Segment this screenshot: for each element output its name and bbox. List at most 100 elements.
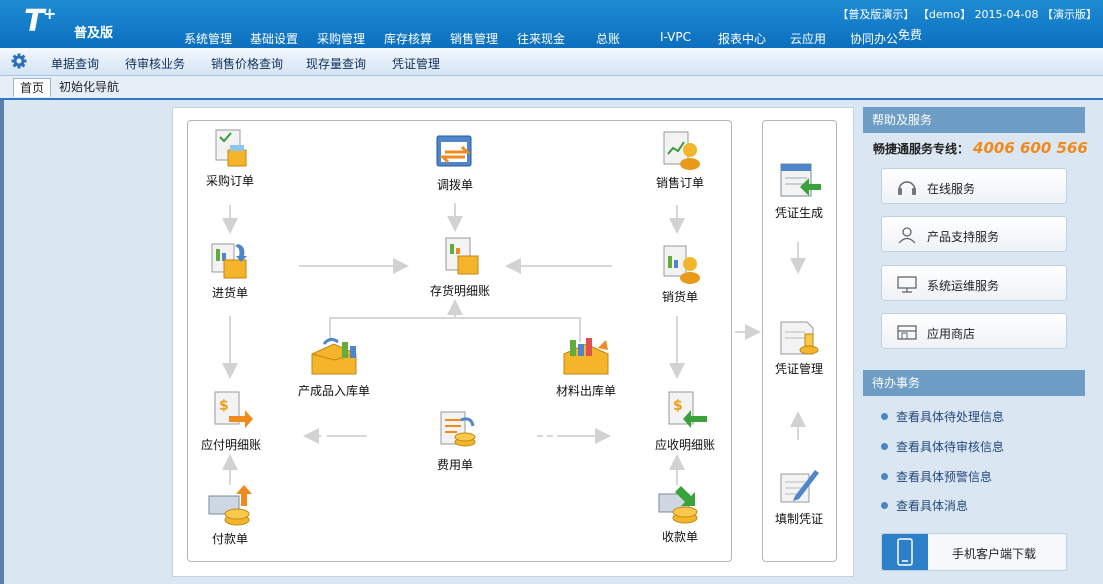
menu-collab[interactable]: 协同办公免费 bbox=[850, 28, 923, 47]
sales-delivery-label: 销货单 bbox=[661, 290, 698, 304]
todo-review[interactable]: 查看具体待审核信息 bbox=[881, 438, 1004, 455]
todo-section-title: 待办事务 bbox=[863, 370, 1085, 396]
node-material-out[interactable]: 材料出库单 bbox=[548, 336, 624, 399]
todo-warning[interactable]: 查看具体预警信息 bbox=[881, 468, 992, 485]
payment-label: 付款单 bbox=[211, 532, 248, 546]
tab-home[interactable]: 首页 bbox=[13, 78, 52, 97]
tab-init-guide[interactable]: 初始化导航 bbox=[59, 80, 120, 94]
product-support-button[interactable]: 产品支持服务 bbox=[881, 216, 1067, 252]
app-store-button[interactable]: 应用商店 bbox=[881, 313, 1067, 349]
node-voucher-generate[interactable]: 凭证生成 bbox=[764, 158, 834, 221]
receipt-label: 收款单 bbox=[661, 530, 698, 544]
bullet-icon bbox=[881, 473, 888, 480]
top-header: T + 普及版 【普及版演示】 【demo】 2015-04-08 【演示版】 … bbox=[0, 0, 1103, 48]
todo-messages-label: 查看具体消息 bbox=[896, 499, 969, 513]
todo-pending[interactable]: 查看具体待处理信息 bbox=[881, 408, 1004, 425]
material-out-icon bbox=[563, 338, 609, 375]
online-service-button[interactable]: 在线服务 bbox=[881, 168, 1067, 204]
bullet-icon bbox=[881, 502, 888, 509]
hotline-number: 4006 600 566 bbox=[973, 139, 1088, 157]
voucher-manage-icon bbox=[780, 321, 819, 355]
hotline-label: 畅捷通服务专线： bbox=[873, 142, 970, 156]
node-sales-order[interactable]: 销售订单 bbox=[645, 130, 715, 191]
sales-order-label: 销售订单 bbox=[655, 176, 704, 190]
voucher-generate-icon bbox=[780, 163, 821, 197]
headset-icon bbox=[898, 181, 916, 195]
menu-cloud[interactable]: 云应用 bbox=[790, 32, 827, 46]
subnav-voucher[interactable]: 凭证管理 bbox=[392, 57, 441, 71]
payable-detail-icon: $ bbox=[214, 391, 253, 428]
sales-order-icon bbox=[663, 131, 700, 170]
menu-ledger[interactable]: 总账 bbox=[596, 32, 621, 46]
tab-bar: 首页 初始化导航 bbox=[0, 76, 1103, 100]
node-transfer[interactable]: 调拨单 bbox=[420, 132, 490, 193]
product-support-label: 产品支持服务 bbox=[927, 230, 1000, 244]
menu-cash[interactable]: 往来现金 bbox=[517, 32, 566, 46]
node-payable-detail[interactable]: $ 应付明细账 bbox=[196, 390, 266, 453]
subnav-sales-price[interactable]: 销售价格查询 bbox=[211, 57, 284, 71]
gear-icon[interactable] bbox=[11, 53, 27, 69]
finished-goods-icon bbox=[311, 337, 357, 375]
menu-system[interactable]: 系统管理 bbox=[184, 32, 233, 46]
purchase-receipt-icon bbox=[211, 243, 247, 279]
node-expense[interactable]: 费用单 bbox=[420, 410, 490, 473]
online-service-label: 在线服务 bbox=[927, 182, 976, 196]
node-inventory-detail[interactable]: 存货明细账 bbox=[420, 236, 500, 299]
svg-text:$: $ bbox=[673, 398, 683, 414]
left-edge bbox=[0, 100, 4, 584]
inventory-detail-label: 存货明细账 bbox=[429, 284, 490, 298]
todo-pending-label: 查看具体待处理信息 bbox=[896, 410, 1005, 424]
menu-purchase[interactable]: 采购管理 bbox=[317, 32, 366, 46]
purchase-order-icon bbox=[215, 129, 247, 167]
payment-icon bbox=[208, 485, 252, 526]
menu-reports[interactable]: 报表中心 bbox=[718, 32, 767, 46]
node-voucher-fill[interactable]: 填制凭证 bbox=[764, 464, 834, 527]
node-sales-delivery[interactable]: 销货单 bbox=[645, 242, 715, 305]
user-icon bbox=[898, 227, 916, 244]
menu-ivpc[interactable]: I-VPC bbox=[660, 30, 691, 44]
purchase-receipt-label: 进货单 bbox=[211, 286, 248, 300]
subnav-stock-query[interactable]: 现存量查询 bbox=[306, 57, 367, 71]
receivable-detail-icon: $ bbox=[668, 391, 707, 428]
system-ops-button[interactable]: 系统运维服务 bbox=[881, 265, 1067, 301]
menu-inventory[interactable]: 库存核算 bbox=[384, 32, 433, 46]
todo-review-label: 查看具体待审核信息 bbox=[896, 440, 1005, 454]
transfer-label: 调拨单 bbox=[436, 178, 473, 192]
expense-icon bbox=[440, 411, 476, 447]
subnav-document-query[interactable]: 单据查询 bbox=[51, 57, 100, 71]
session-info: 【普及版演示】 【demo】 2015-04-08 【演示版】 bbox=[837, 8, 1097, 21]
node-receipt[interactable]: 收款单 bbox=[645, 482, 715, 545]
logo-plus: + bbox=[43, 4, 57, 23]
node-purchase-receipt[interactable]: 进货单 bbox=[198, 240, 262, 301]
material-out-label: 材料出库单 bbox=[555, 384, 616, 398]
monitor-icon bbox=[897, 276, 917, 293]
voucher-fill-icon bbox=[780, 470, 819, 503]
node-purchase-order[interactable]: 采购订单 bbox=[198, 128, 262, 189]
todo-warning-label: 查看具体预警信息 bbox=[896, 470, 993, 484]
mobile-download-button[interactable]: 手机客户端下载 bbox=[881, 533, 1067, 571]
mobile-download-label: 手机客户端下载 bbox=[952, 547, 1037, 561]
transfer-icon bbox=[436, 135, 472, 167]
free-badge: 免费 bbox=[898, 28, 923, 42]
voucher-generate-label: 凭证生成 bbox=[774, 206, 823, 220]
app-store-label: 应用商店 bbox=[927, 327, 976, 341]
todo-messages[interactable]: 查看具体消息 bbox=[881, 497, 968, 514]
logo-letter: T bbox=[24, 4, 45, 39]
inventory-detail-icon bbox=[445, 237, 479, 275]
menu-basic-settings[interactable]: 基础设置 bbox=[250, 32, 299, 46]
menu-sales[interactable]: 销售管理 bbox=[450, 32, 499, 46]
node-payment[interactable]: 付款单 bbox=[198, 484, 262, 547]
help-section-title: 帮助及服务 bbox=[863, 107, 1085, 133]
node-voucher-manage[interactable]: 凭证管理 bbox=[764, 314, 834, 377]
finished-goods-in-label: 产成品入库单 bbox=[297, 384, 370, 398]
business-flow-box bbox=[187, 120, 732, 562]
node-finished-goods-in[interactable]: 产成品入库单 bbox=[294, 336, 374, 399]
node-receivable-detail[interactable]: $ 应收明细账 bbox=[645, 390, 725, 453]
subnav-pending-review[interactable]: 待审核业务 bbox=[125, 57, 186, 71]
bullet-icon bbox=[881, 413, 888, 420]
phone-icon-bg bbox=[882, 534, 928, 570]
receipt-icon bbox=[658, 486, 698, 524]
svg-text:$: $ bbox=[219, 398, 229, 414]
voucher-fill-label: 填制凭证 bbox=[774, 512, 823, 526]
expense-label: 费用单 bbox=[436, 458, 473, 472]
